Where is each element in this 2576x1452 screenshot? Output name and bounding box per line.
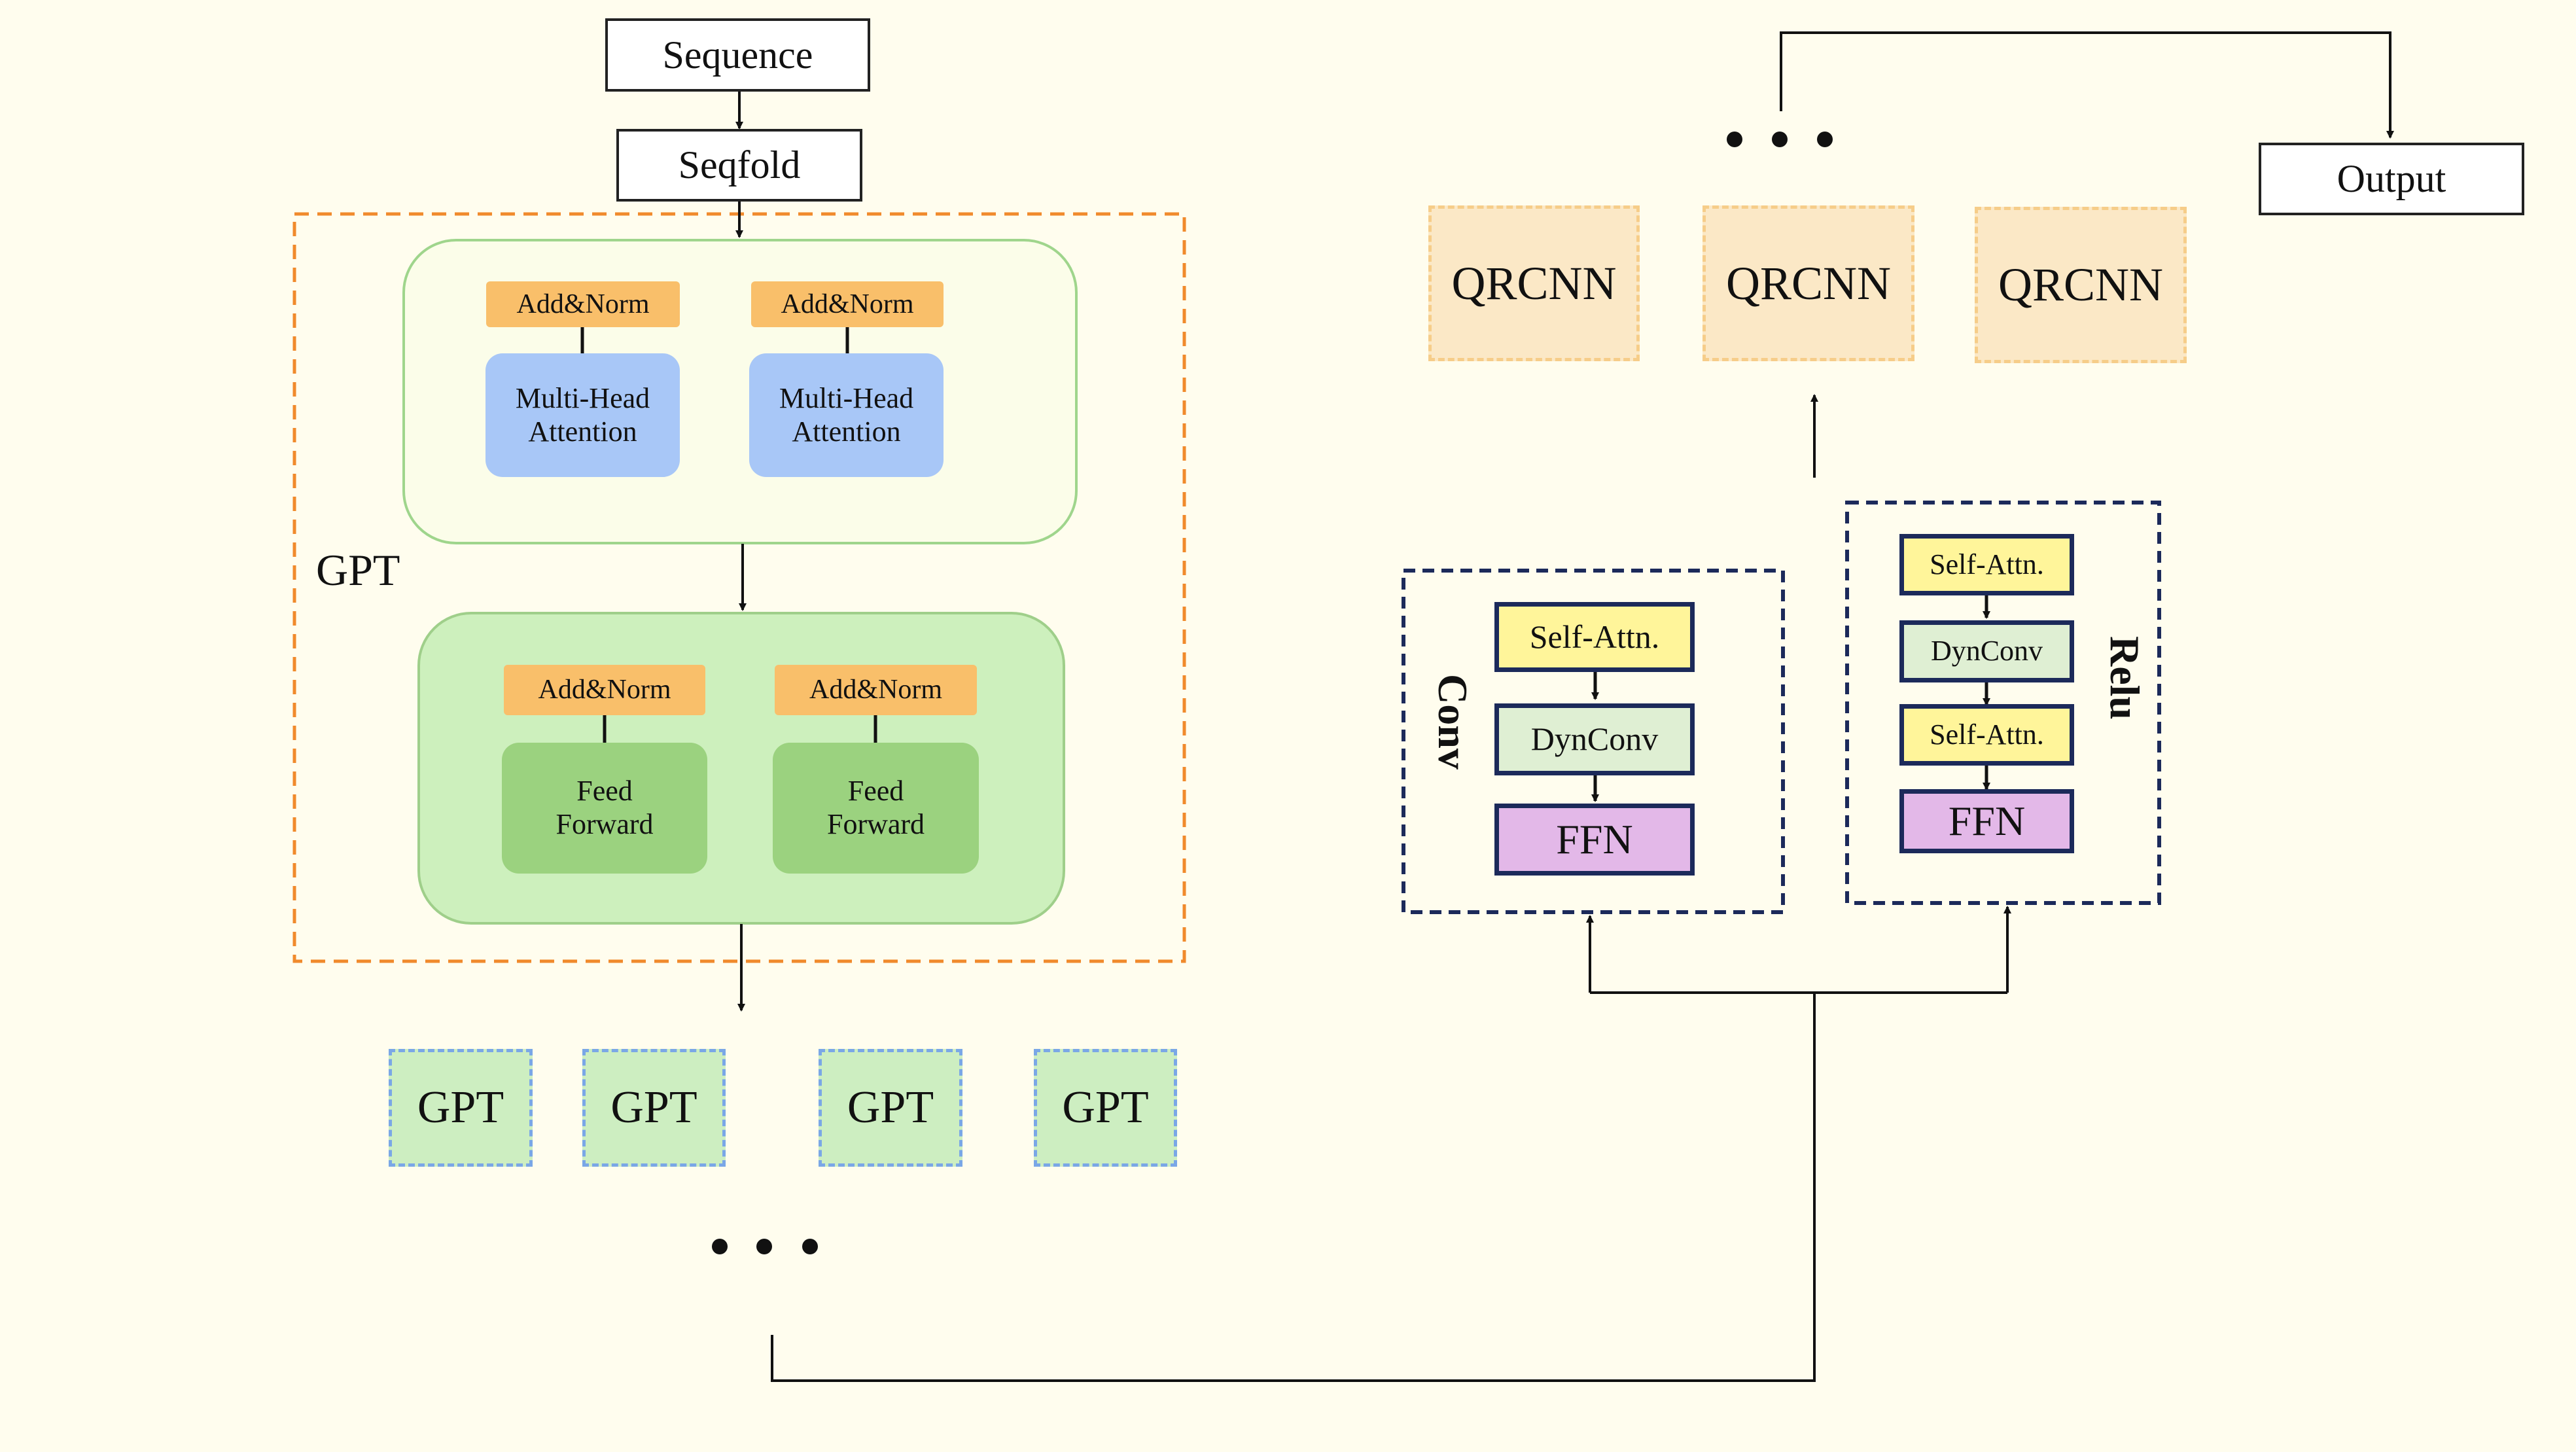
dynconv-box: DynConv: [1494, 703, 1695, 775]
ellipsis-dot: [756, 1239, 772, 1254]
feed-forward-box: Feed Forward: [502, 743, 707, 874]
gpt-stack-item: GPT: [582, 1049, 726, 1167]
gpt-stack-item: GPT: [819, 1049, 962, 1167]
ellipsis-dot: [1772, 132, 1788, 147]
route-gpt-to-modules: [771, 993, 1816, 1382]
add-norm-box: Add&Norm: [775, 665, 977, 715]
seqfold-box: Seqfold: [616, 129, 862, 202]
gpt-block-label: GPT: [316, 545, 400, 595]
ellipsis-dot: [802, 1239, 818, 1254]
self-attn-box: Self-Attn.: [1494, 602, 1695, 672]
ffn-box: FFN: [1899, 789, 2074, 853]
add-norm-box: Add&Norm: [504, 665, 705, 715]
ellipsis-dot: [1817, 132, 1833, 147]
gpt-stack-item: GPT: [389, 1049, 533, 1167]
output-box: Output: [2259, 143, 2524, 215]
multi-head-attention-box: Multi-Head Attention: [749, 353, 944, 477]
qrcnn-box: QRCNN: [1975, 207, 2187, 363]
qrcnn-box: QRCNN: [1703, 205, 1914, 361]
conv-group-label: Conv: [1430, 674, 1476, 770]
dynconv-box: DynConv: [1899, 620, 2074, 682]
self-attn-box: Self-Attn.: [1899, 704, 2074, 766]
qrcnn-box: QRCNN: [1428, 205, 1640, 361]
multi-head-attention-box: Multi-Head Attention: [485, 353, 680, 477]
ffn-box: FFN: [1494, 804, 1695, 876]
ellipsis-dot: [712, 1239, 728, 1254]
sequence-box: Sequence: [605, 18, 870, 92]
self-attn-box: Self-Attn.: [1899, 534, 2074, 595]
add-norm-box: Add&Norm: [486, 281, 680, 327]
conv-group-frame: [1402, 569, 1785, 914]
add-norm-box: Add&Norm: [751, 281, 944, 327]
feed-forward-box: Feed Forward: [773, 743, 979, 874]
gpt-stack-item: GPT: [1034, 1049, 1177, 1167]
route-to-output: [1780, 31, 2394, 139]
relu-group-label: Relu: [2102, 636, 2148, 720]
ellipsis-dot: [1727, 132, 1742, 147]
relu-group-frame: [1845, 501, 2161, 905]
